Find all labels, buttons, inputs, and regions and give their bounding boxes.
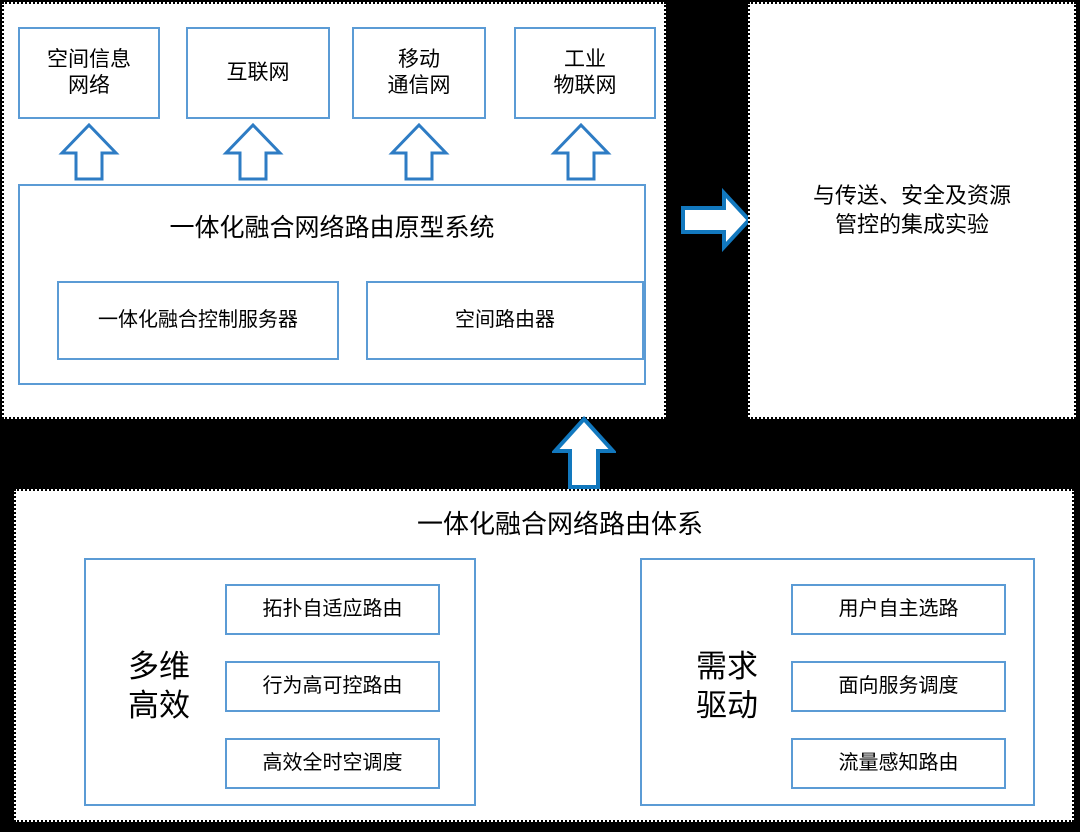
- feature-box-label: 流量感知路由: [838, 752, 959, 775]
- group-label-demand-driven: 需求 驱动: [696, 649, 758, 723]
- component-box-control-server[interactable]: 一体化融合控制服务器: [57, 281, 339, 360]
- integration-experiment-text: 与传送、安全及资源 管控的集成实验: [812, 183, 1011, 237]
- arrow-right-icon: [681, 188, 752, 252]
- network-box-label: 工业 物联网: [553, 47, 617, 97]
- feature-box-behavior-controllable-routing[interactable]: 行为高可控路由: [225, 661, 440, 712]
- feature-box-label: 面向服务调度: [838, 675, 959, 698]
- feature-box-user-autonomous-path-selection[interactable]: 用户自主选路: [791, 584, 1006, 635]
- feature-box-topology-adaptive-routing[interactable]: 拓扑自适应路由: [225, 584, 440, 635]
- group-label-multidimensional-efficiency: 多维 高效: [128, 649, 190, 723]
- feature-box-label: 高效全时空调度: [262, 752, 403, 775]
- component-box-space-router[interactable]: 空间路由器: [366, 281, 644, 360]
- arrow-up-icon: [58, 122, 120, 181]
- network-box-space-information-network[interactable]: 空间信息 网络: [18, 27, 160, 119]
- feature-box-efficient-spatiotemporal-scheduling[interactable]: 高效全时空调度: [225, 738, 440, 789]
- network-box-industrial-iot[interactable]: 工业 物联网: [514, 27, 656, 119]
- component-box-label: 一体化融合控制服务器: [98, 309, 298, 332]
- prototype-system-title: 一体化融合网络路由原型系统: [169, 215, 495, 242]
- arrow-up-icon-large: [552, 416, 616, 489]
- network-box-mobile-communication-network[interactable]: 移动 通信网: [352, 27, 486, 119]
- right-panel: [748, 2, 1076, 419]
- arrow-up-icon: [222, 122, 284, 181]
- bottom-panel-title: 一体化融合网络路由体系: [416, 510, 703, 539]
- feature-box-service-oriented-scheduling[interactable]: 面向服务调度: [791, 661, 1006, 712]
- network-box-internet[interactable]: 互联网: [186, 27, 330, 119]
- feature-box-traffic-aware-routing[interactable]: 流量感知路由: [791, 738, 1006, 789]
- feature-box-label: 拓扑自适应路由: [262, 598, 403, 621]
- feature-box-label: 用户自主选路: [838, 598, 959, 621]
- network-box-label: 移动 通信网: [387, 47, 451, 97]
- component-box-label: 空间路由器: [455, 309, 555, 332]
- arrow-up-icon: [388, 122, 450, 181]
- network-box-label: 空间信息 网络: [47, 47, 131, 97]
- arrow-up-icon: [550, 122, 612, 181]
- network-box-label: 互联网: [226, 60, 290, 85]
- feature-box-label: 行为高可控路由: [262, 675, 403, 698]
